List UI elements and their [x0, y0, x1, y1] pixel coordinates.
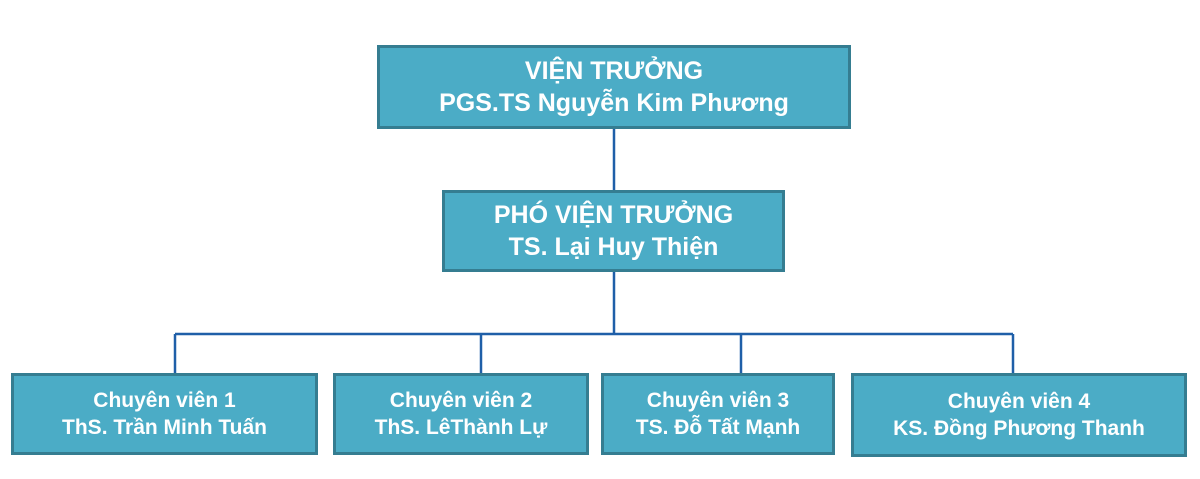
specialist-box-4: Chuyên viên 4 KS. Đồng Phương Thanh [851, 373, 1187, 457]
specialist-3-name: TS. Đỗ Tất Mạnh [635, 416, 801, 439]
specialist-3-role: Chuyên viên 3 [646, 388, 790, 412]
director-name: PGS.TS Nguyễn Kim Phương [439, 89, 789, 117]
specialist-2-role: Chuyên viên 2 [389, 388, 533, 412]
specialist-2-name: ThS. LêThành Lự [374, 416, 548, 439]
specialist-1-role: Chuyên viên 1 [93, 388, 236, 412]
deputy-name: TS. Lại Huy Thiện [508, 233, 719, 261]
specialist-4-name: KS. Đồng Phương Thanh [893, 417, 1145, 440]
specialist-box-3: Chuyên viên 3 TS. Đỗ Tất Mạnh [601, 373, 835, 455]
director-box: VIỆN TRƯỞNG PGS.TS Nguyễn Kim Phương [377, 45, 851, 129]
specialist-4-role: Chuyên viên 4 [947, 389, 1091, 413]
director-role: VIỆN TRƯỞNG [524, 56, 704, 85]
deputy-role: PHÓ VIỆN TRƯỞNG [493, 200, 734, 229]
specialist-1-name: ThS. Trần Minh Tuấn [62, 416, 267, 439]
deputy-box: PHÓ VIỆN TRƯỞNG TS. Lại Huy Thiện [442, 190, 785, 272]
specialist-box-1: Chuyên viên 1 ThS. Trần Minh Tuấn [11, 373, 318, 455]
specialist-box-2: Chuyên viên 2 ThS. LêThành Lự [333, 373, 589, 455]
